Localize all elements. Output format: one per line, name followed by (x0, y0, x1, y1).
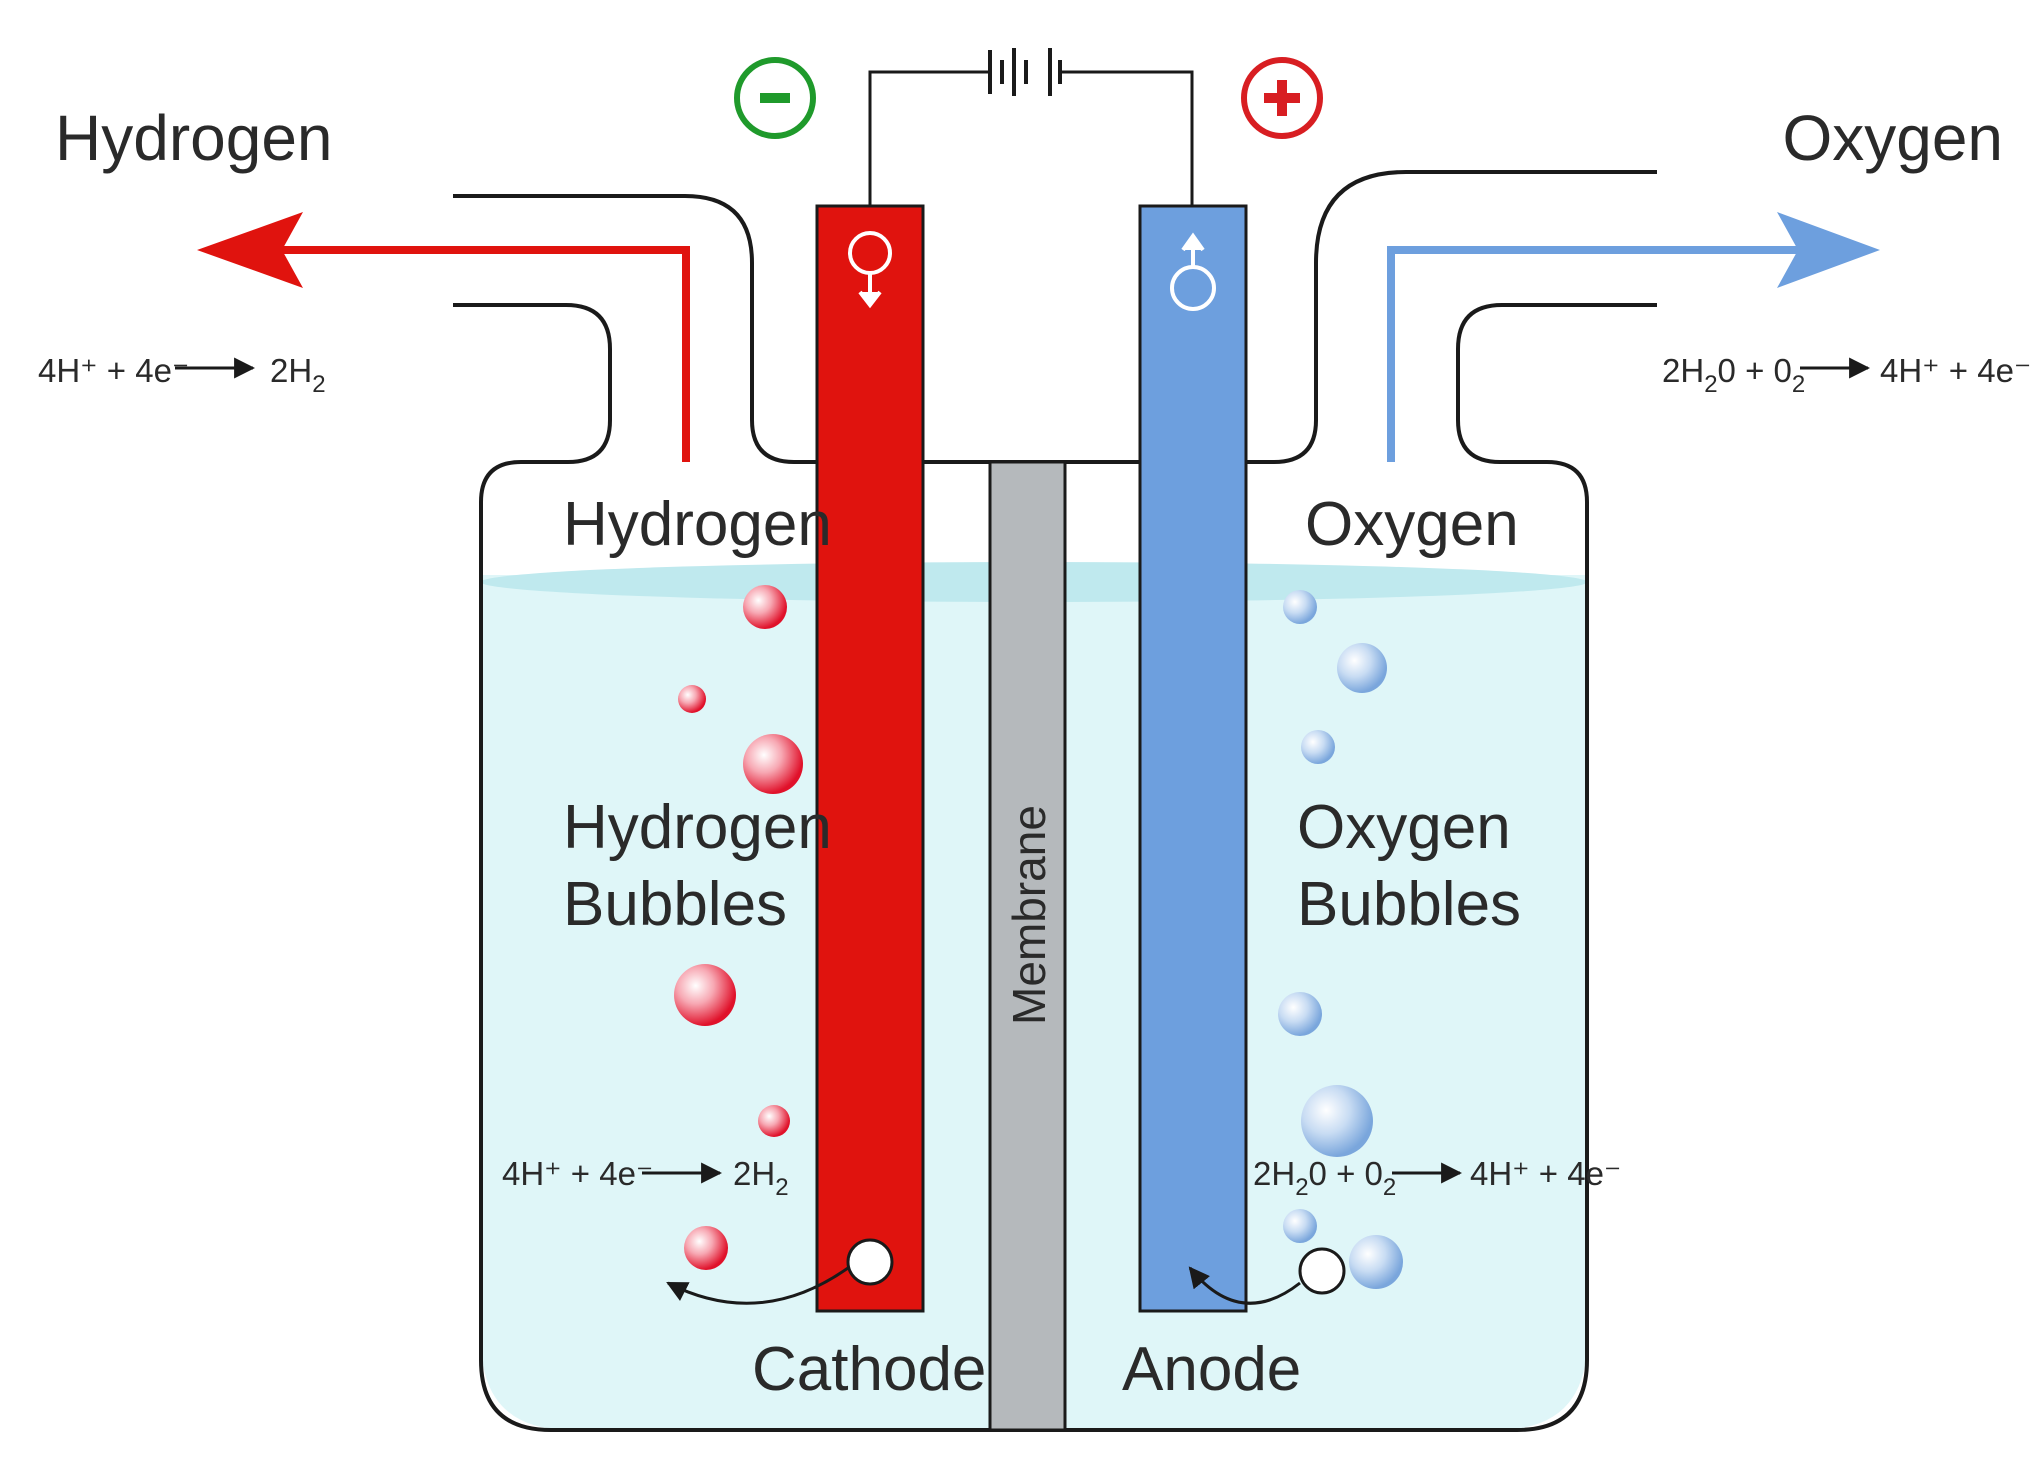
cell-oxygen-label: Oxygen (1305, 490, 1519, 559)
hydrogen-equation-inner: 4H⁺ + 4e⁻ 2H2 (502, 1155, 789, 1201)
oxygen-bubble (1301, 730, 1335, 764)
hydrogen-bubble (678, 685, 706, 713)
cathode-label: Cathode (752, 1335, 986, 1404)
hydrogen-bubbles-label: Hydrogen (563, 793, 832, 862)
svg-text:2H20 + 02: 2H20 + 02 (1662, 352, 1805, 398)
oxygen-bubble (1278, 992, 1322, 1036)
oxygen-equation-top: 2H20 + 02 4H⁺ + 4e⁻ (1662, 352, 2030, 398)
hydrogen-bubble (684, 1226, 728, 1270)
hydrogen-arrowhead (197, 212, 303, 288)
svg-text:4H⁺ + 4e⁻: 4H⁺ + 4e⁻ (1880, 352, 2030, 389)
svg-text:4H⁺ + 4e⁻: 4H⁺ + 4e⁻ (1470, 1155, 1621, 1192)
circuit-wire (868, 70, 1194, 206)
anode-label: Anode (1122, 1335, 1301, 1404)
anode-electron (1298, 1247, 1346, 1295)
oxygen-title: Oxygen (1782, 102, 2003, 174)
oxygen-bubble (1283, 1209, 1317, 1243)
oxygen-flow-arrow (1387, 246, 1800, 462)
oxygen-bubble (1349, 1235, 1403, 1289)
svg-text:2H2: 2H2 (270, 352, 326, 398)
hydrogen-bubbles (674, 585, 803, 1270)
oxygen-bubble (1283, 590, 1317, 624)
svg-text:2H20 + 02: 2H20 + 02 (1253, 1155, 1396, 1201)
hydrogen-bubble (758, 1105, 790, 1137)
hydrogen-bubble (674, 964, 736, 1026)
cathode-electrode (815, 204, 925, 1313)
oxygen-arrowhead (1777, 212, 1880, 288)
svg-text:4H⁺ + 4e⁻: 4H⁺ + 4e⁻ (38, 352, 189, 389)
oxygen-bubble (1337, 643, 1387, 693)
oxygen-bubbles (1278, 590, 1403, 1289)
cell-hydrogen-label: Hydrogen (563, 490, 832, 559)
svg-text:2H2: 2H2 (733, 1155, 789, 1201)
male-symbol-icon (1170, 232, 1216, 311)
anode-reaction-arrow (1188, 1266, 1301, 1305)
female-symbol-icon (848, 231, 892, 309)
hydrogen-bubble (743, 734, 803, 794)
hydrogen-title: Hydrogen (55, 102, 333, 174)
hydrogen-bubble (743, 585, 787, 629)
cathode-reaction-arrow (666, 1266, 849, 1305)
oxygen-bubble (1301, 1085, 1373, 1157)
hydrogen-bubbles-label-line2: Bubbles (563, 870, 787, 939)
cathode-electron (846, 1238, 894, 1286)
svg-text:4H⁺ + 4e⁻: 4H⁺ + 4e⁻ (502, 1155, 653, 1192)
membrane (988, 460, 1067, 1432)
oxygen-equation-inner: 2H20 + 02 4H⁺ + 4e⁻ (1253, 1155, 1621, 1201)
membrane-label: Membrane (1003, 805, 1055, 1025)
anode-electrode (1138, 204, 1248, 1313)
hydrogen-flow-arrow (280, 246, 690, 462)
oxygen-bubbles-label-line2: Bubbles (1297, 870, 1521, 939)
hydrogen-equation-top: 4H⁺ + 4e⁻ 2H2 (38, 352, 326, 398)
battery-icon (988, 48, 1062, 96)
oxygen-bubbles-label: Oxygen (1297, 793, 1511, 862)
positive-terminal-icon (1241, 57, 1323, 139)
negative-terminal-icon (734, 57, 816, 139)
